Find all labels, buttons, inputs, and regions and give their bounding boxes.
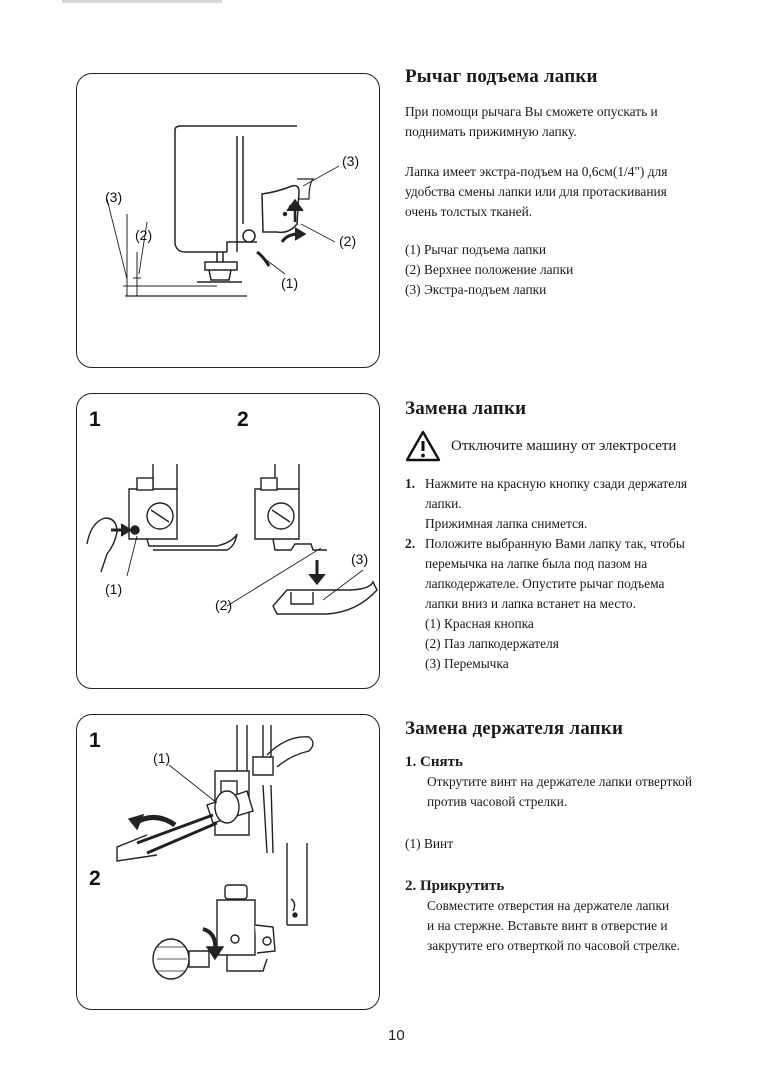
legend-item: (3) Перемычка xyxy=(425,656,509,671)
foot-change-illustration: 1 2 xyxy=(86,408,378,615)
step-line: лапкодержателе. Опустите рычаг подъема xyxy=(425,576,665,591)
paragraph-line: удобства смены лапки или для протаскиван… xyxy=(405,184,667,199)
subheading-attach: 2. Прикрутить xyxy=(405,878,505,894)
section-title: Рычаг подъема лапки xyxy=(405,66,598,87)
legend-item: (1) Красная кнопка xyxy=(425,616,534,631)
section-presser-lifter: Рычаг подъема лапки При помощи рычага Вы… xyxy=(405,66,745,300)
scan-edge-mark xyxy=(62,0,222,3)
step-number: 1. xyxy=(405,476,416,491)
step-line: и на стержне. Вставьте винт в отверстие … xyxy=(427,918,668,933)
section-title: Замена лапки xyxy=(405,398,527,419)
subheading-remove: 1. Снять xyxy=(405,754,463,770)
fig3-label-1: (1) xyxy=(153,750,170,766)
warning-text: Отключите машину от электросети xyxy=(451,437,677,454)
step-line: Положите выбранную Вами лапку так, чтобы xyxy=(425,536,685,551)
legend-item: (1) Винт xyxy=(405,836,454,851)
fig1-label-3-right: (3) xyxy=(342,153,359,169)
fig1-label-2-left: (2) xyxy=(135,227,152,243)
holder-change-illustration: 1 2 xyxy=(89,725,314,980)
fig1-label-3-left: (3) xyxy=(105,189,122,205)
step-line: лапки. xyxy=(425,496,462,511)
section-holder-change: Замена держателя лапки 1. Снять Открутит… xyxy=(405,718,745,956)
fig2-step-1: 1 xyxy=(89,408,101,431)
warning-icon xyxy=(405,430,441,462)
step-line: Нажмите на красную кнопку сзади держател… xyxy=(425,476,688,491)
step-line: закрутите его отверткой по часовой стрел… xyxy=(427,938,680,953)
figure-foot-change: 1 2 xyxy=(76,393,380,689)
step-line: Совместите отверстия на держателе лапки xyxy=(427,898,670,913)
warning-row: Отключите машину от электросети xyxy=(405,430,745,462)
step-line: против часовой стрелки. xyxy=(427,794,568,809)
paragraph-line: очень толстых тканей. xyxy=(405,204,533,219)
fig2-label-2: (2) xyxy=(215,597,232,613)
fig1-label-1: (1) xyxy=(281,275,298,291)
fig1-label-2-right: (2) xyxy=(339,233,356,249)
legend-item: (3) Экстра-подъем лапки xyxy=(405,282,547,297)
fig2-label-3: (3) xyxy=(351,551,368,567)
page-number: 10 xyxy=(388,1027,405,1044)
fig3-step-1: 1 xyxy=(89,729,101,752)
step-line: Открутите винт на держателе лапки отверт… xyxy=(427,774,693,789)
fig2-step-2: 2 xyxy=(237,408,249,431)
section-title: Замена держателя лапки xyxy=(405,718,624,739)
step-number: 2. xyxy=(405,536,416,551)
figure-presser-foot-lifter: (3) (2) (3) (2) (1) xyxy=(76,73,380,368)
legend-item: (2) Верхнее положение лапки xyxy=(405,262,574,277)
presser-lifter-illustration: (3) (2) (3) (2) (1) xyxy=(105,125,359,297)
paragraph-line: При помощи рычага Вы сможете опускать и xyxy=(405,104,658,119)
figure-holder-change: 1 2 xyxy=(76,714,380,1010)
fig3-step-2: 2 xyxy=(89,867,101,890)
legend-item: (1) Рычаг подъема лапки xyxy=(405,242,547,257)
section-foot-change: Замена лапки Отключите машину от электро… xyxy=(405,398,745,674)
legend-item: (2) Паз лапкодержателя xyxy=(425,636,559,651)
step-2: 2. Положите выбранную Вами лапку так, чт… xyxy=(405,534,745,674)
step-note: Прижимная лапка снимется. xyxy=(425,516,588,531)
step-line: перемычка на лапке была под пазом на xyxy=(425,556,648,571)
fig2-label-1: (1) xyxy=(105,581,122,597)
paragraph-line: поднимать прижимную лапку. xyxy=(405,124,577,139)
step-1: 1. Нажмите на красную кнопку сзади держа… xyxy=(405,474,745,534)
paragraph-line: Лапка имеет экстра-подъем на 0,6см(1/4")… xyxy=(405,164,668,179)
step-line: лапки вниз и лапка встанет на место. xyxy=(425,596,636,611)
